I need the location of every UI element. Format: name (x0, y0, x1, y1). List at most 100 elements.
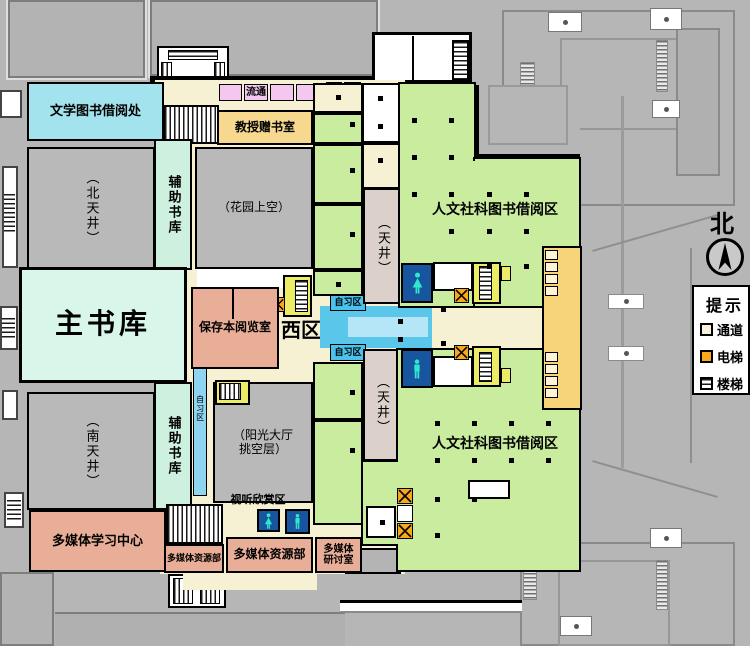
legend: 提示 通道 电梯 楼梯 (692, 285, 750, 395)
room-above-skylight (362, 83, 402, 143)
stairs-south (166, 504, 223, 544)
elevator-south-1 (397, 488, 413, 504)
gallery-cell (545, 364, 558, 374)
gallery-cell (545, 388, 558, 398)
compass-icon (706, 238, 744, 276)
gallery-cell (545, 274, 558, 284)
decor-balcony (0, 90, 22, 118)
decor-block-bottomleft (0, 572, 54, 646)
decor-block-bottom (55, 612, 345, 646)
void-label: （花园上空） (217, 200, 290, 215)
decor-landing (650, 8, 682, 30)
room-label: 保存本阅览室 (198, 320, 271, 335)
north-label: 北 (710, 212, 734, 238)
room-small (313, 204, 363, 270)
void-north-courtyard: （北天井） (27, 147, 155, 269)
decor-vline (690, 248, 692, 463)
se-corridor-band (340, 600, 522, 613)
restroom-female-south (257, 509, 280, 532)
corridor-cyan-light (348, 317, 428, 337)
room-main-stacks: 主书库 (19, 267, 187, 383)
sunlight-line1: （阳光大厅 (232, 427, 293, 442)
decor-balcony-stairs (4, 194, 15, 232)
restroom-male-south (285, 509, 310, 534)
legend-item-elevator: 电梯 (700, 347, 748, 366)
legend-item-passage: 通道 (700, 320, 748, 339)
male-icon (414, 358, 420, 378)
decor-landing (560, 616, 592, 636)
study-area-bottom: 自习区 (330, 344, 366, 361)
room-multimedia-resource: 多媒体资源部 (226, 537, 313, 573)
room-reserve-reading: 保存本阅览室 (191, 287, 279, 369)
label-av-zone: 视听欣赏区 (230, 493, 286, 506)
room-label: 文学图书借阅处 (49, 103, 141, 119)
room-small (313, 420, 363, 525)
elevator-south-2 (397, 523, 413, 539)
decor-balcony-stairs (7, 500, 21, 520)
label-west-zone: 西区 (281, 319, 321, 342)
female-icon (264, 512, 273, 529)
wall-reserve (232, 289, 234, 319)
gallery-cell (545, 262, 558, 272)
legend-item-stairs: 楼梯 (700, 374, 748, 393)
decor-landing (650, 528, 682, 548)
stairs-sw (219, 383, 241, 400)
north-entrance-steps (168, 50, 218, 60)
restroom-male-central (401, 349, 433, 388)
topright-wall (412, 36, 414, 81)
room-service (433, 356, 473, 387)
passage-swatch (700, 323, 713, 336)
gallery-cell (545, 286, 558, 296)
notch-room (468, 480, 510, 499)
elevator-lobby (397, 505, 413, 522)
gallery-cell (545, 376, 558, 386)
elevator-swatch (700, 350, 713, 363)
seminar-line1: 多媒体 (323, 543, 354, 555)
room-multimedia-resource-small: 多媒体资源部 (164, 544, 224, 573)
room-small-white (366, 506, 396, 538)
study-area-top: 自习区 (330, 294, 366, 311)
restroom-female-central (401, 263, 433, 303)
stairs-central-top (479, 266, 492, 300)
label-humanities-top: 人文社科图书借阅区 (432, 203, 558, 218)
circulation-label: 流通 (246, 86, 266, 98)
decor-east-tower (676, 28, 720, 176)
label-humanities-bottom: 人文社科图书借阅区 (432, 437, 558, 452)
male-icon (295, 513, 300, 529)
room-service (433, 262, 473, 291)
study-area-strip: 自习区 (193, 368, 207, 496)
female-icon (412, 272, 422, 294)
room-label: 教授赠书室 (234, 119, 295, 134)
decor-landing (548, 12, 582, 32)
room-aux-stacks-south: 辅助书库 (154, 382, 192, 510)
void-south-courtyard: （南天井） (27, 392, 155, 510)
room-professor-donation: 教授赠书室 (217, 110, 313, 145)
void-skylight-bottom: （天井） (363, 349, 400, 461)
decor-balcony-stairs (2, 318, 15, 338)
decor-handle (608, 346, 644, 361)
decor-east-wing-bottom-inner (558, 560, 670, 646)
circulation-cell: 流通 (244, 84, 268, 101)
room-label: 主书库 (54, 308, 151, 340)
decor-handle (608, 294, 644, 309)
gallery-cell (545, 250, 558, 260)
wall-top (150, 76, 378, 82)
corridor-patch (197, 269, 311, 288)
room-small (313, 144, 363, 204)
decor-balcony (2, 390, 18, 420)
room-above-skylight2 (362, 143, 402, 189)
circulation-cell (270, 84, 294, 101)
void-garden-above: （花园上空） (195, 147, 313, 269)
north-needle-icon (718, 242, 732, 271)
room-small (313, 362, 363, 420)
north-entrance-side-left (161, 62, 172, 77)
stair-tab (501, 266, 511, 281)
decor-diagonal (592, 460, 718, 498)
void-skylight-top: （天井） (363, 188, 402, 304)
decor-landing (652, 100, 680, 118)
room-literature-lending: 文学图书借阅处 (27, 82, 164, 141)
void-label: （北天井） (84, 170, 100, 246)
gallery-cell (545, 352, 558, 362)
decor-block-topleft (8, 0, 145, 78)
topright-stairwell (452, 40, 469, 81)
